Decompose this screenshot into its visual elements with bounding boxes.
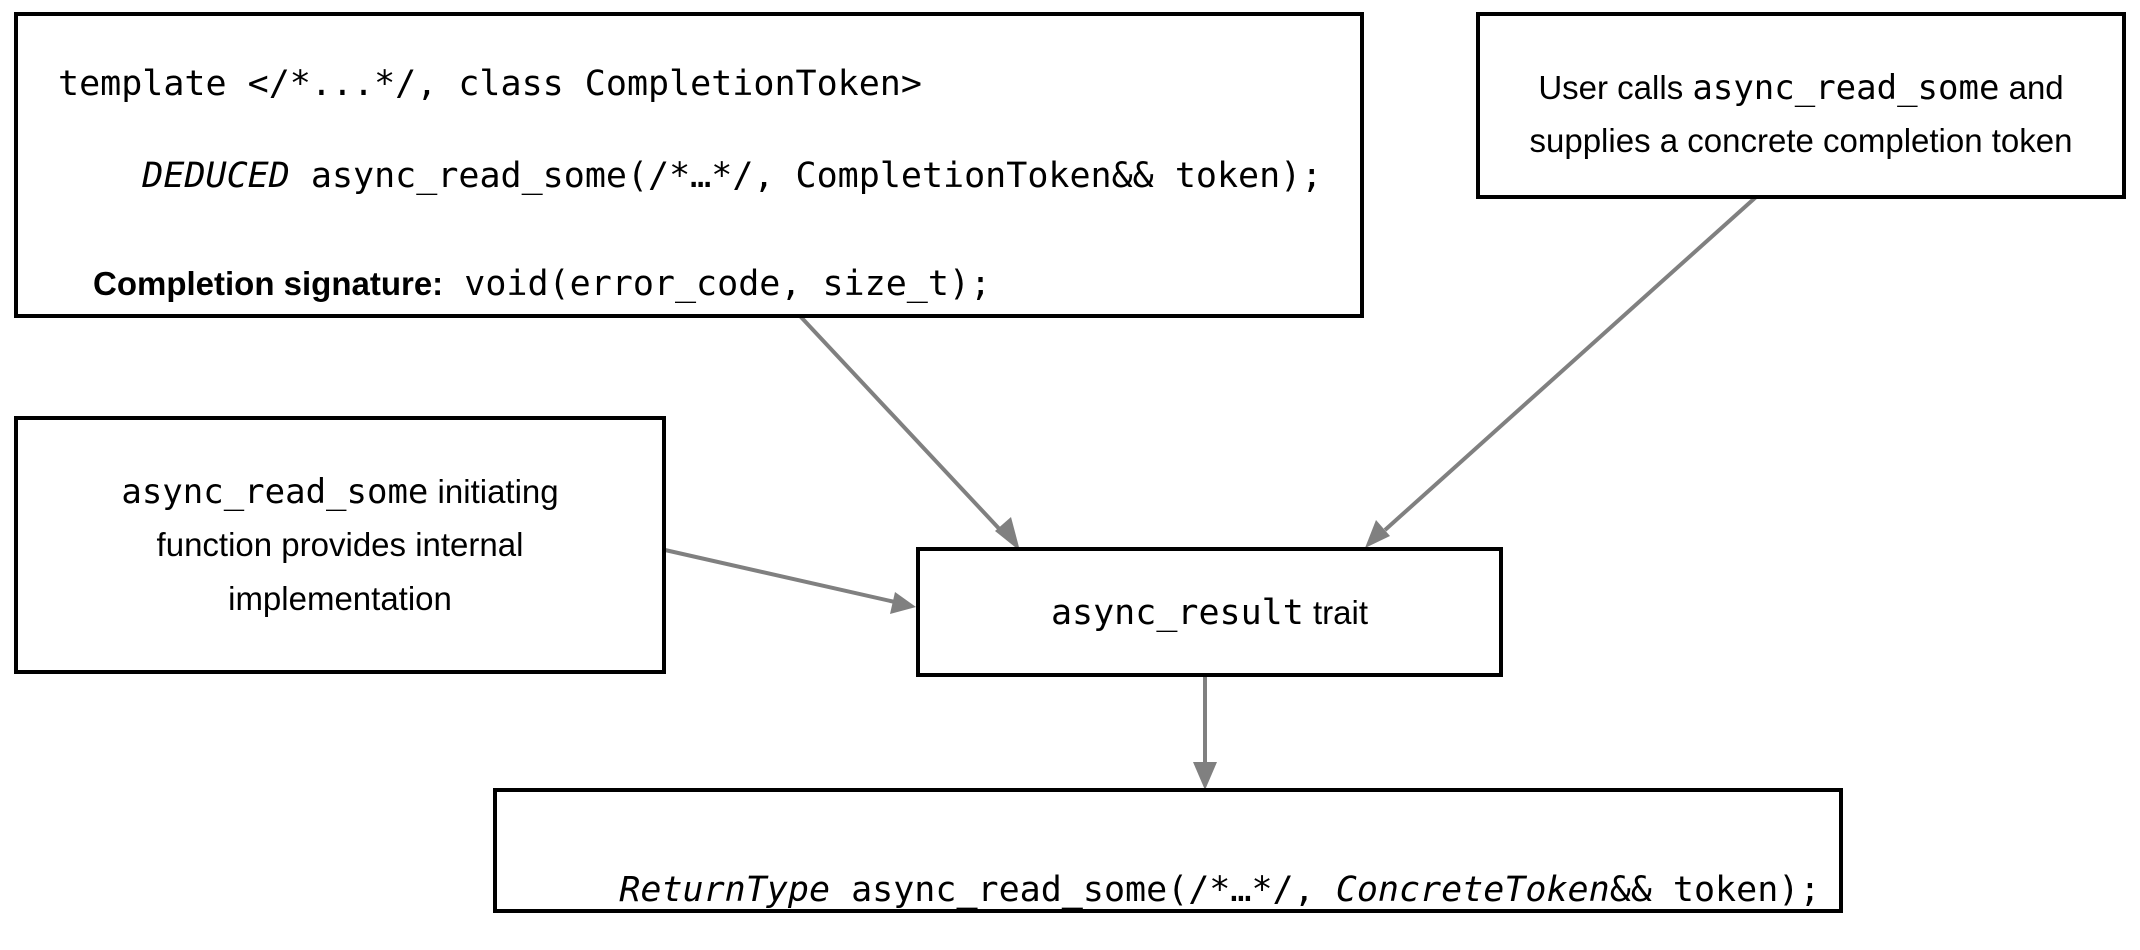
return-type: ReturnType [619, 870, 831, 910]
result-declaration-box: ReturnType async_read_some(/*…*/, Concre… [493, 788, 1843, 913]
arrow-decl-to-trait [798, 314, 1007, 537]
initiating-code: async_read_some [121, 472, 429, 512]
user-calls-box: User calls async_read_some and supplies … [1476, 12, 2126, 199]
declaration-line: DEDUCED async_read_some(/*…*/, Completio… [58, 116, 1322, 236]
initiating-function-box: async_read_some initiating function prov… [14, 416, 666, 674]
signature-code: void(error_code, size_t); [464, 264, 992, 304]
result-declaration-line: ReturnType async_read_some(/*…*/, Concre… [619, 870, 1821, 910]
arrowhead-result [1193, 762, 1217, 790]
deduced-keyword: DEDUCED [142, 156, 290, 196]
template-line: template </*...*/, class CompletionToken… [58, 64, 922, 104]
concrete-token: ConcreteToken [1335, 870, 1610, 910]
user-calls-line1: User calls async_read_some and [1538, 68, 2064, 108]
trait-code: async_result [1050, 593, 1304, 633]
arrowhead-init [890, 592, 916, 614]
initiating-line1: async_read_some initiating [121, 472, 559, 512]
async-result-trait-box: async_result trait [916, 547, 1503, 677]
connector-arrows [664, 195, 1758, 790]
arrow-init-to-trait [664, 548, 896, 604]
trait-label: async_result trait [1050, 593, 1369, 633]
arrowhead-user [1365, 520, 1390, 548]
signature-label: Completion signature: [93, 265, 444, 302]
arrow-user-to-trait [1383, 195, 1758, 532]
initiating-line3: implementation [228, 580, 452, 617]
signature-line: Completion signature: void(error_code, s… [58, 224, 991, 344]
initiating-line2: function provides internal [156, 526, 524, 563]
declaration-rest: async_read_some(/*…*/, CompletionToken&&… [289, 156, 1323, 196]
declaration-box: template </*...*/, class CompletionToken… [14, 12, 1364, 318]
user-calls-line2: supplies a concrete completion token [1529, 122, 2073, 159]
arrowhead-decl [995, 517, 1020, 551]
user-calls-code: async_read_some [1692, 68, 2000, 108]
